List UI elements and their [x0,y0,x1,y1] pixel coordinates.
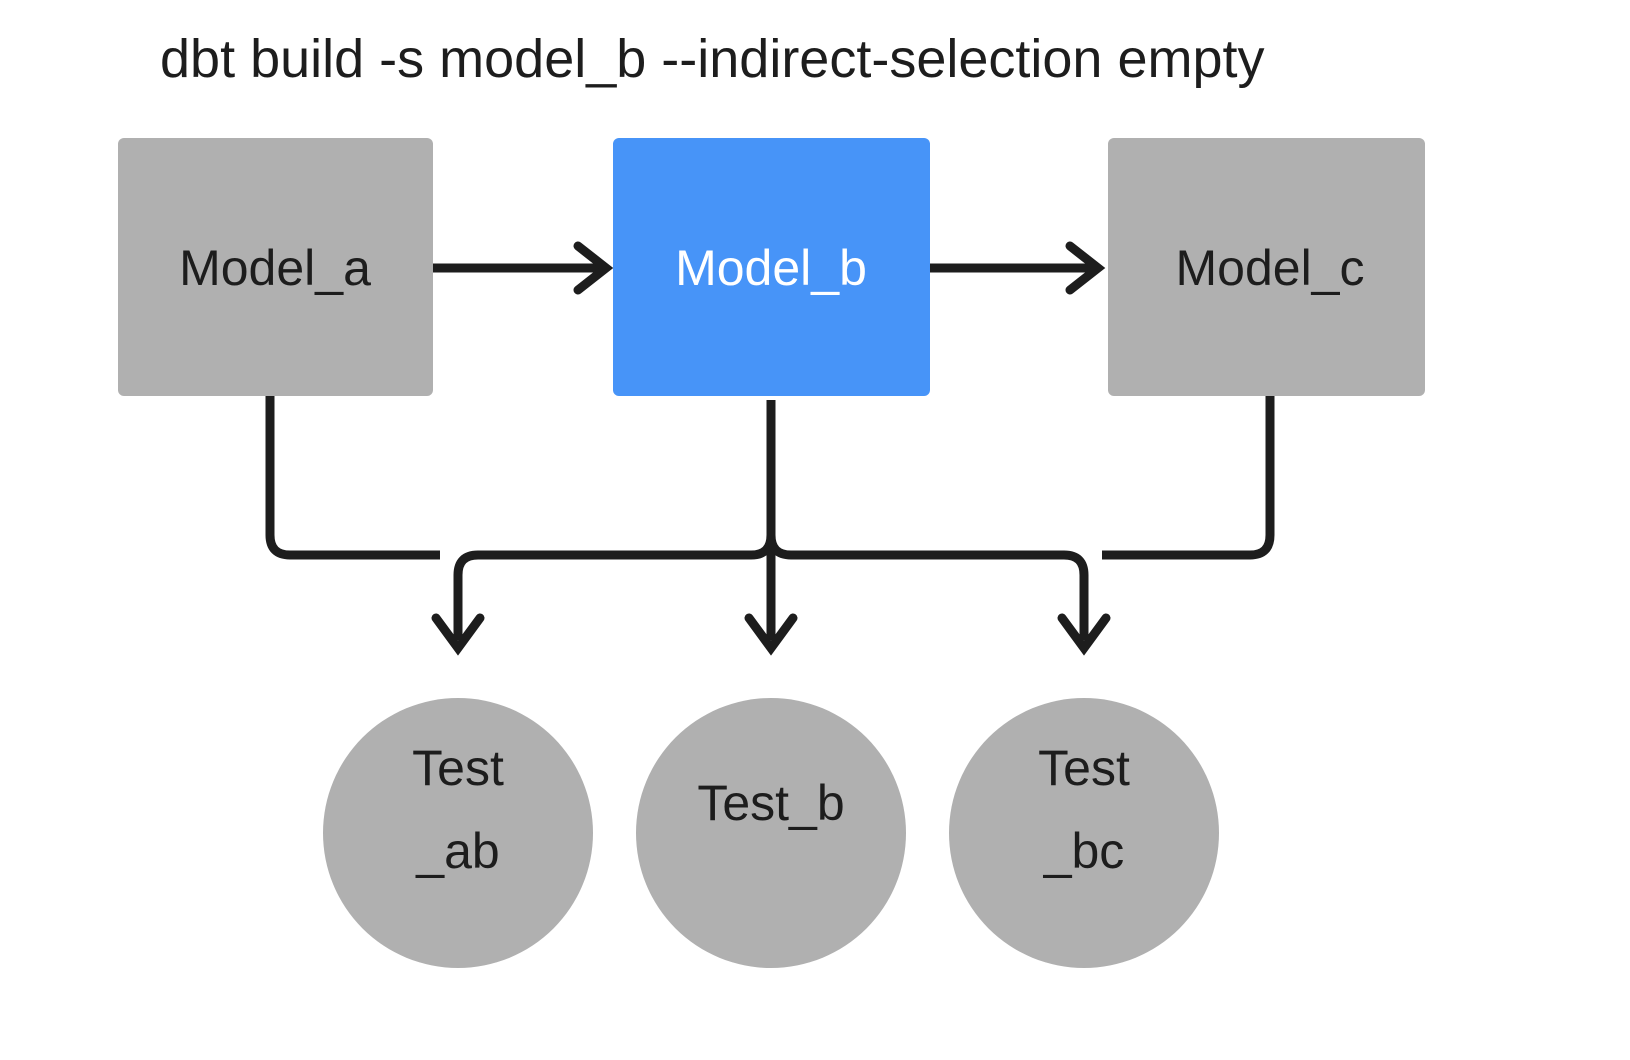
diagram-title: dbt build -s model_b --indirect-selectio… [160,29,1265,89]
model-node-model-b[interactable]: Model_b [613,138,930,396]
test-node-test-bc[interactable]: Test _bc [949,698,1219,968]
edge-model-b-to-test-ab [431,400,776,656]
edge-model-b-to-test-bc [766,400,1111,656]
edge-model-b-to-model-c [930,241,1106,295]
test-node-test-b[interactable]: Test_b [636,698,906,968]
test-ab-label-line2: _ab [415,823,499,879]
model-a-label: Model_a [179,240,371,296]
model-node-model-c[interactable]: Model_c [1108,138,1425,396]
test-bc-label-line2: _bc [1043,823,1125,879]
model-c-label: Model_c [1176,240,1365,296]
test-ab-label-line1: Test [412,740,504,796]
model-node-model-a[interactable]: Model_a [118,138,433,396]
test-node-test-ab[interactable]: Test _ab [323,698,593,968]
test-b-label-line1: Test_b [697,775,844,831]
edge-model-c-to-test-bc [1102,396,1275,560]
test-bc-label-line1: Test [1038,740,1130,796]
edge-model-a-to-test-ab [265,396,440,560]
edge-model-a-to-model-b [430,241,614,295]
edge-layer [265,241,1275,656]
model-b-label: Model_b [675,240,867,296]
